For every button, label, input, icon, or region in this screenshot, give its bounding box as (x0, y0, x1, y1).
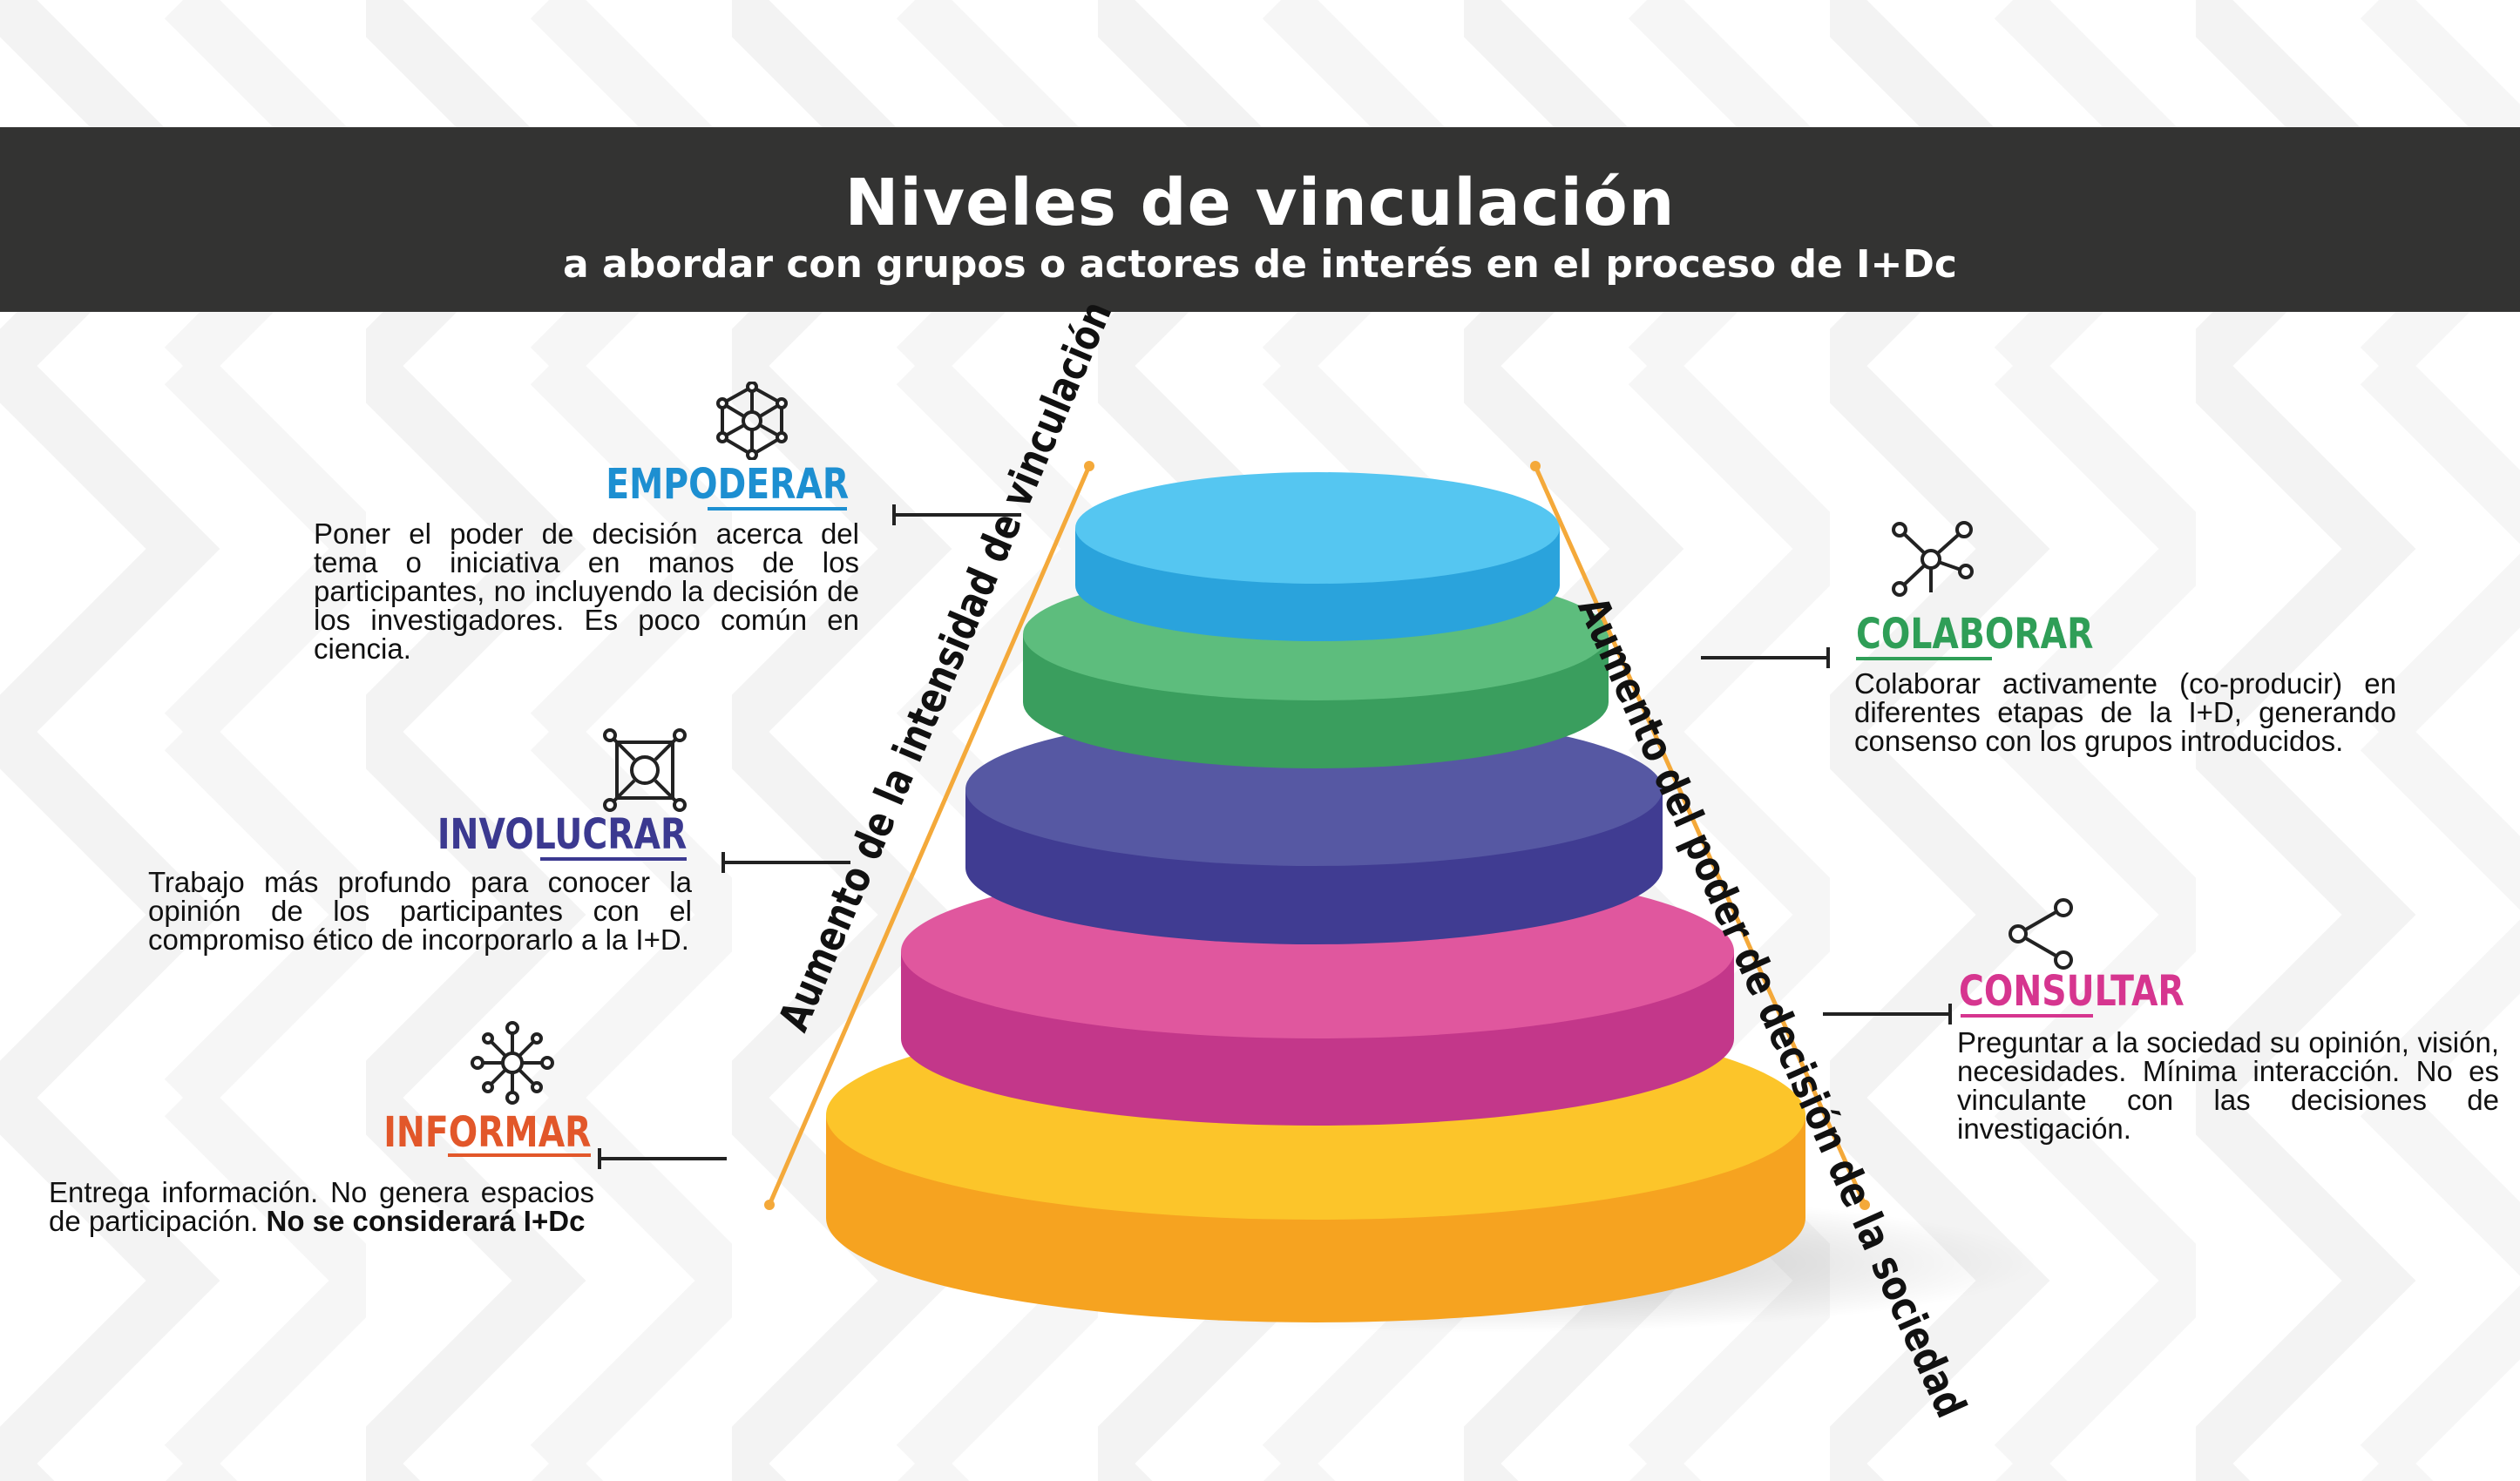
description-informar-bold: No se considerará I+Dc (266, 1205, 586, 1237)
underline-colaborar (1856, 657, 1992, 660)
description-consultar: Preguntar a la sociedad su opinión, visi… (1957, 1026, 2499, 1145)
network-nodes-icon (1892, 521, 1974, 597)
description-informar: Entrega información. No genera espacios … (49, 1178, 594, 1235)
description-empoderar: Poner el poder de decisión acerca del te… (314, 517, 859, 665)
share-icon (2009, 898, 2073, 970)
molecule-hexagon-icon (716, 382, 788, 460)
broadcast-hub-icon (471, 1021, 554, 1105)
description-informar-text: Entrega información. No genera espacios … (49, 1176, 594, 1237)
label-involucrar: INVOLUCRAR (437, 810, 687, 859)
underline-informar (448, 1153, 591, 1157)
label-colaborar: COLABORAR (1856, 610, 2094, 659)
left-axis-dot-top (1084, 461, 1094, 471)
label-empoderar: EMPODERAR (605, 460, 849, 509)
underline-involucrar (540, 857, 687, 861)
description-involucrar: Trabajo más profundo para conocer la opi… (148, 866, 692, 956)
label-informar: INFORMAR (383, 1108, 591, 1157)
connected-square-icon (603, 728, 687, 812)
right-axis-dot-top (1530, 461, 1541, 471)
underline-consultar (1961, 1014, 2093, 1018)
left-axis-dot-bottom (764, 1200, 775, 1210)
page-subtitle: a abordar con grupos o actores de interé… (563, 242, 1957, 287)
underline-empoderar (708, 507, 847, 511)
label-consultar: CONSULTAR (1959, 967, 2185, 1016)
page-title: Niveles de vinculación (844, 166, 1676, 240)
pyramid-tier-top-empoderar (1075, 472, 1560, 584)
left-axis-line (767, 465, 1092, 1206)
header-band (0, 127, 2520, 312)
pyramid-tier-empoderar (1075, 472, 1560, 641)
right-axis-line (1533, 464, 1867, 1207)
pyramid-tiers (826, 472, 1805, 1322)
right-axis-dot-bottom (1860, 1200, 1870, 1210)
description-colaborar: Colaborar activamente (co-producir) en d… (1854, 667, 2396, 757)
